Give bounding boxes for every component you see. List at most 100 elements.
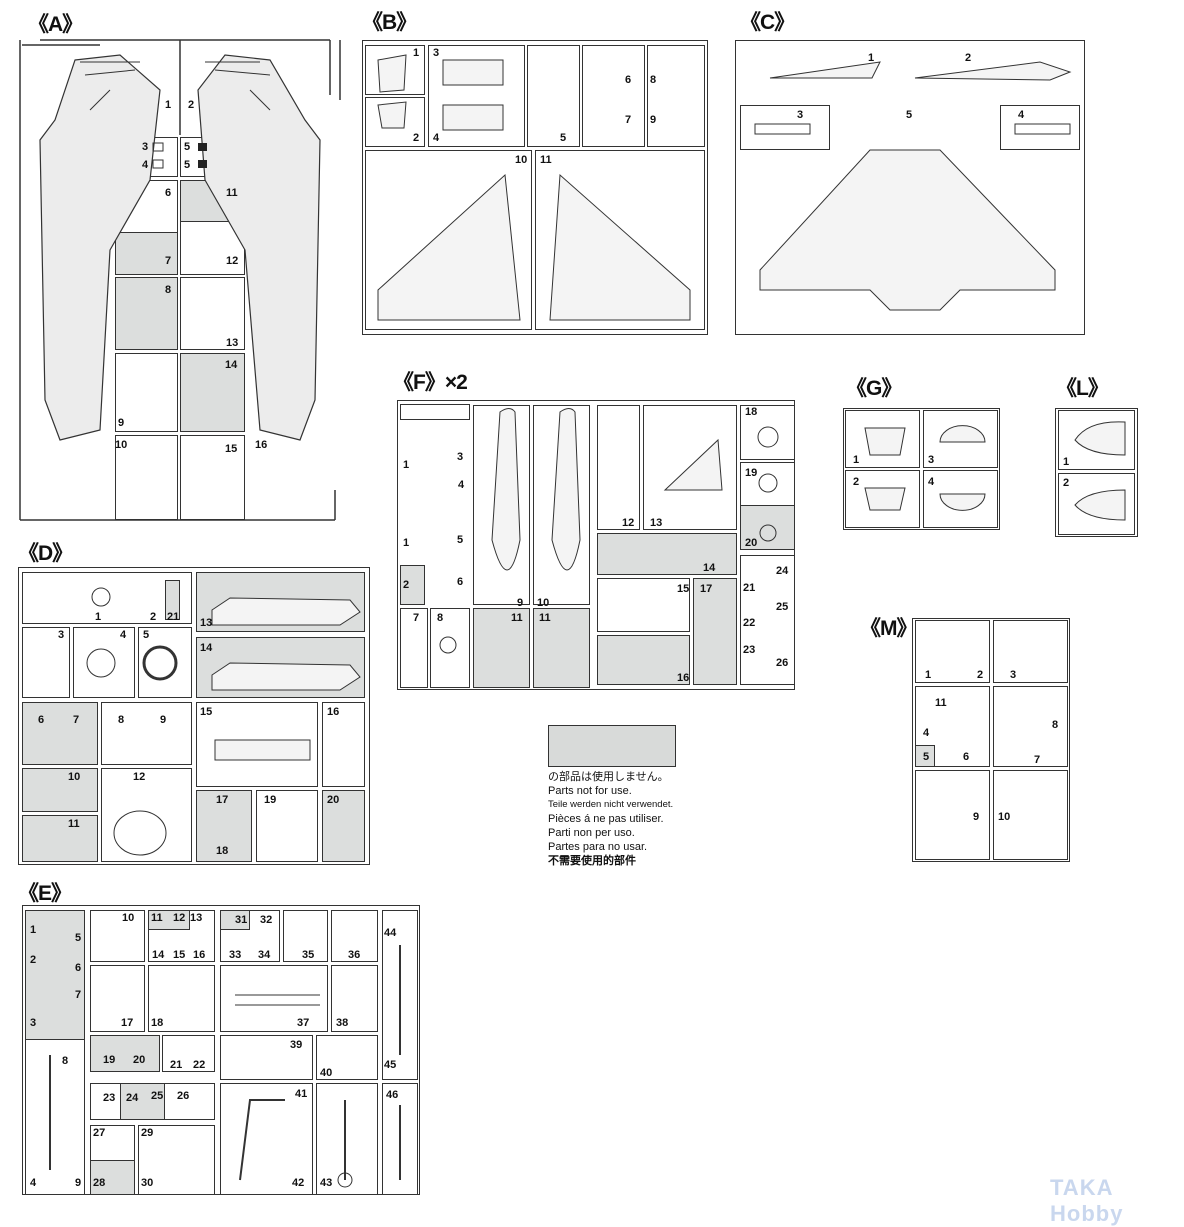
part-cell [430, 608, 470, 688]
legend-fr: Pièces á ne pas utiliser. [548, 813, 664, 825]
part-number: 9 [160, 714, 167, 726]
part-number: 12 [622, 517, 635, 529]
sprue-f-title: 《F》×2 [393, 371, 468, 394]
part-cell [400, 404, 470, 420]
part-number: 10 [68, 771, 81, 783]
part-number: 8 [437, 612, 444, 624]
sprue-a-title: 《A》 [28, 13, 83, 36]
part-cell-not-for-use [22, 768, 98, 812]
part-number: 7 [165, 255, 172, 267]
part-number: 6 [963, 751, 970, 763]
part-cell [1058, 473, 1135, 535]
part-number: 20 [133, 1054, 146, 1066]
part-number: 41 [295, 1088, 308, 1100]
part-number: 16 [327, 706, 340, 718]
part-cell [322, 702, 365, 787]
part-number: 18 [745, 406, 758, 418]
legend-jp: の部品は使用しません。 [548, 771, 669, 783]
part-cell [923, 470, 998, 528]
part-cell-not-for-use [597, 635, 690, 685]
part-number: 30 [141, 1177, 154, 1189]
part-cell [915, 620, 990, 683]
part-number: 4 [142, 159, 149, 171]
part-number: 2 [965, 52, 972, 64]
part-cell [101, 702, 192, 765]
sprue-g-frame [843, 408, 1000, 530]
part-number: 37 [297, 1017, 310, 1029]
part-cell [365, 150, 532, 330]
sprue-l-title: 《L》 [1056, 377, 1109, 400]
part-cell [582, 45, 645, 147]
part-number: 19 [103, 1054, 116, 1066]
sprue-c-frame [735, 40, 1085, 335]
part-cell [923, 410, 998, 468]
part-number: 26 [776, 657, 789, 669]
part-cell-not-for-use [220, 910, 250, 930]
part-number: 31 [235, 914, 248, 926]
part-number: 10 [122, 912, 135, 924]
part-number: 2 [1063, 477, 1070, 489]
part-number: 16 [677, 672, 690, 684]
part-number: 24 [126, 1092, 139, 1104]
legend-en: Parts not for use. [548, 785, 632, 797]
part-number: 3 [30, 1017, 37, 1029]
part-number: 3 [928, 454, 935, 466]
sprue-d-title: 《D》 [18, 542, 73, 565]
part-number: 21 [170, 1059, 183, 1071]
part-cell [400, 608, 428, 688]
part-number: 13 [650, 517, 663, 529]
part-number: 14 [200, 642, 213, 654]
part-number: 29 [141, 1127, 154, 1139]
part-cell [1000, 105, 1080, 150]
part-number: 19 [745, 467, 758, 479]
part-number: 18 [151, 1017, 164, 1029]
part-cell-not-for-use [22, 702, 98, 765]
part-cell [597, 405, 640, 530]
part-cell [527, 45, 580, 147]
part-number: 17 [216, 794, 229, 806]
part-number: 11 [226, 187, 238, 199]
part-number: 17 [121, 1017, 134, 1029]
part-cell [993, 770, 1068, 860]
sprue-b-title: 《B》 [362, 11, 417, 34]
part-number: 1 [868, 52, 875, 64]
part-number: 27 [93, 1127, 106, 1139]
part-number: 14 [152, 949, 165, 961]
part-number: 46 [386, 1089, 399, 1101]
part-number: 4 [1018, 109, 1025, 121]
part-number: 1 [403, 459, 410, 471]
part-number: 6 [457, 576, 464, 588]
part-cell-not-for-use [400, 565, 425, 605]
part-number: 6 [625, 74, 632, 86]
part-number: 4 [30, 1177, 37, 1189]
part-number: 2 [150, 611, 157, 623]
part-cell [22, 627, 70, 698]
sprue-m-title: 《M》 [860, 617, 917, 640]
part-number: 11 [151, 912, 163, 924]
part-number: 18 [216, 845, 229, 857]
part-number: 16 [255, 439, 268, 451]
part-number: 36 [348, 949, 361, 961]
sprue-d-frame [18, 567, 370, 865]
part-cell-not-for-use [115, 232, 178, 275]
part-number: 16 [193, 949, 206, 961]
part-number: 8 [62, 1055, 69, 1067]
sprue-l-frame [1055, 408, 1138, 537]
part-number: 2 [30, 954, 37, 966]
not-for-use-swatch [548, 725, 676, 767]
sprue-g-title: 《G》 [846, 377, 902, 400]
part-number: 34 [258, 949, 271, 961]
part-number: 2 [413, 132, 420, 144]
part-number: 17 [700, 583, 713, 595]
part-number: 15 [173, 949, 186, 961]
sprue-m-frame [912, 618, 1070, 862]
part-number: 45 [384, 1059, 397, 1071]
part-number: 15 [677, 583, 690, 595]
part-number: 7 [1034, 754, 1041, 766]
part-number: 3 [797, 109, 804, 121]
part-number: 1 [925, 669, 932, 681]
part-number: 5 [560, 132, 567, 144]
part-number: 11 [539, 612, 551, 624]
part-number: 5 [906, 109, 913, 121]
part-number: 23 [743, 644, 756, 656]
